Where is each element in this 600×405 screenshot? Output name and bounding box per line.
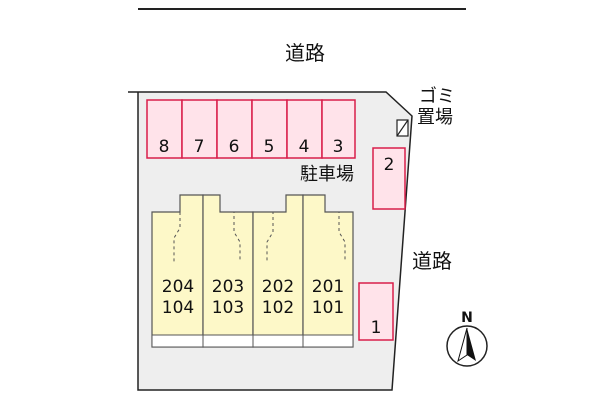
stair-line-202 (266, 211, 286, 262)
garbage-label-line1: ゴミ (419, 86, 455, 107)
compass-north-label: N (461, 310, 473, 326)
parking-number-3: 3 (333, 137, 344, 157)
parking-number-1: 1 (371, 318, 382, 338)
unit-number-102: 102 (262, 298, 294, 318)
compass-needle-light (457, 327, 468, 363)
parking-number-8: 8 (159, 137, 170, 157)
unit-block-202 (252, 194, 304, 348)
garbage-area: ゴミ 置場 (396, 86, 455, 137)
parking-area-label: 駐車場 (300, 164, 354, 185)
unit-block-203 (202, 194, 254, 348)
unit-block-204 (151, 194, 204, 348)
parking-space-6 (216, 99, 253, 159)
unit-number-202: 202 (262, 277, 294, 297)
parking-row: 8 7 6 5 4 3 (146, 99, 356, 159)
top-road-label: 道路 (285, 41, 325, 65)
garbage-label-line2: 置場 (417, 107, 453, 128)
unit-number-103: 103 (212, 298, 244, 318)
unit-number-104: 104 (162, 298, 194, 318)
parking-number-4: 4 (299, 137, 310, 157)
parking-number-2: 2 (384, 155, 395, 175)
parking-space-2 (372, 147, 406, 210)
unit-number-204: 204 (162, 277, 194, 297)
parking-space-3 (321, 99, 356, 159)
unit-block-201 (302, 194, 354, 348)
balcony-204 (151, 334, 204, 348)
right-road-label: 道路 (412, 249, 452, 273)
apartment-building: 204 104 203 103 202 102 201 101 (151, 194, 354, 348)
parking-space-7 (181, 99, 218, 159)
parking-space-1 (358, 282, 394, 341)
balcony-203 (202, 334, 254, 348)
stair-line-204 (173, 212, 181, 262)
parking-number-7: 7 (194, 137, 205, 157)
parking-number-5: 5 (264, 137, 275, 157)
unit-number-101: 101 (312, 298, 344, 318)
compass-needle-dark (467, 328, 476, 361)
unit-number-201: 201 (312, 277, 344, 297)
parking-space-8 (146, 99, 183, 159)
balcony-201 (302, 334, 354, 348)
garbage-box-mark (396, 119, 409, 137)
unit-number-203: 203 (212, 277, 244, 297)
balcony-202 (252, 334, 304, 348)
parking-number-6: 6 (229, 137, 240, 157)
north-compass: N (446, 310, 488, 367)
